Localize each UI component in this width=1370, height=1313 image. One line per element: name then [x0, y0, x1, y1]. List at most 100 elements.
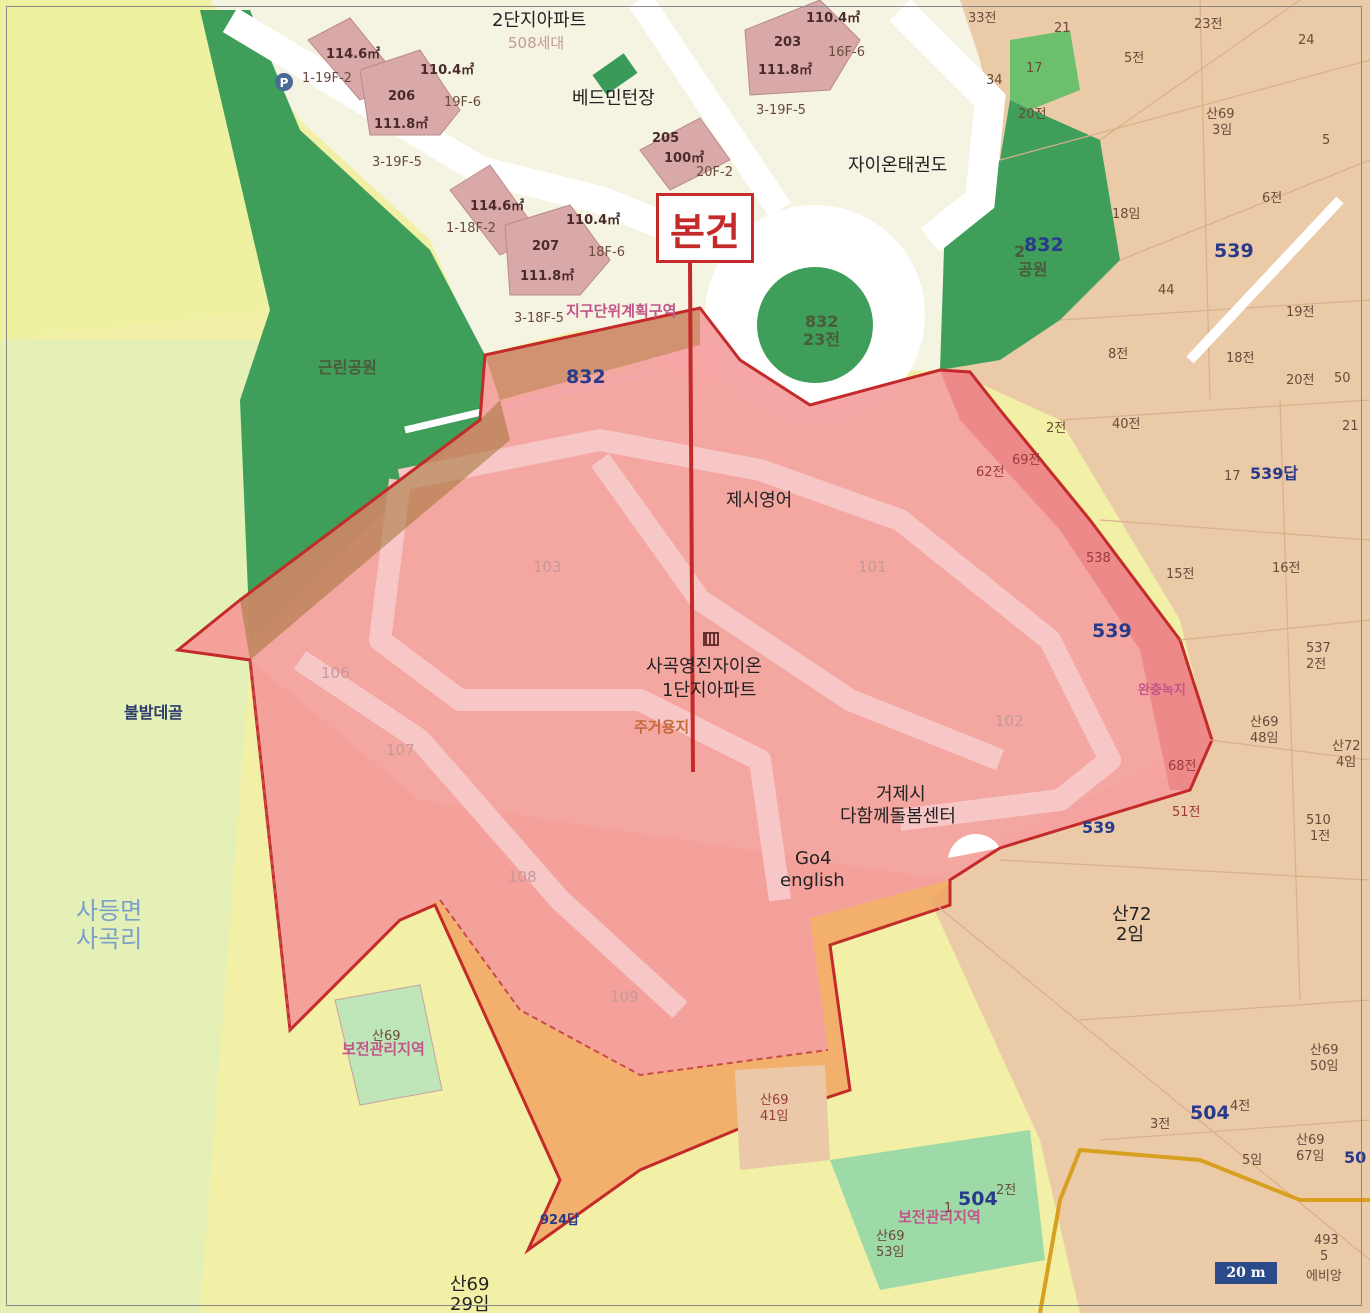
lot-16: 16전 [1272, 561, 1301, 576]
district-line1: 사등면 [76, 897, 143, 925]
district-line2: 사곡리 [76, 925, 143, 953]
lot-50b: 50 [1344, 1148, 1367, 1167]
lot-33: 33전 [968, 11, 997, 26]
lot-539-a: 539 [1214, 240, 1254, 262]
lot-s72-2-b: 2임 [1116, 924, 1145, 945]
lot-s69-48-b: 48임 [1250, 731, 1279, 746]
lot-539-c: 539 [1082, 818, 1116, 837]
building-203-no: 203 [774, 35, 802, 50]
park-2-label: 2 [1014, 242, 1026, 261]
lot-510-a: 510 [1306, 813, 1331, 828]
lot-539-b: 539 [1092, 620, 1132, 642]
lot-504-a: 504 [1190, 1102, 1230, 1124]
building-203-area: 110.4㎡ [806, 11, 861, 26]
neighborhood-park-label: 근린공원 [318, 358, 377, 377]
complex-building-102: 102 [995, 712, 1024, 730]
lot-5: 5전 [1124, 51, 1145, 66]
lot-17: 17 [1026, 61, 1043, 76]
lot-19: 19전 [1286, 305, 1315, 320]
lot-15: 15전 [1166, 567, 1195, 582]
district-plan-label: 지구단위계획구역 [566, 302, 677, 320]
lot-2b: 2전 [996, 1183, 1017, 1198]
lot-s69-41-a: 산69 [760, 1093, 789, 1108]
go4-line2: english [780, 870, 845, 891]
lot-s69-67-b: 67임 [1296, 1149, 1325, 1164]
complex-building-103: 103 [533, 558, 562, 576]
buffer-green-label: 완충녹지 [1138, 683, 1186, 698]
roundabout-lot-sub: 23전 [803, 330, 840, 349]
complex-office-icon [703, 632, 719, 646]
lot-s72-2-a: 산72 [1112, 904, 1152, 925]
lot-68: 68전 [1168, 759, 1197, 774]
lot-s72-4-a: 산72 [1332, 739, 1361, 754]
building-206-area: 110.4㎡ [420, 63, 475, 78]
lot-5c: 5임 [1242, 1153, 1263, 1168]
lot-s69-left: 산69 [372, 1029, 401, 1044]
complex-building-109: 109 [610, 988, 639, 1006]
complex-name-line2: 1단지아파트 [662, 680, 757, 701]
complex-building-107: 107 [386, 741, 415, 759]
lot-s69-3-b: 3임 [1212, 123, 1233, 138]
lot-3: 3전 [1150, 1117, 1171, 1132]
bulbat-label: 불발데골 [124, 703, 183, 722]
lot-832-b: 832 [1024, 234, 1064, 256]
lot-504-b: 504 [958, 1188, 998, 1210]
lot-539-d: 539답 [1250, 464, 1299, 483]
trail [1038, 1147, 1370, 1313]
building-206-floors2: 3-19F-5 [372, 155, 422, 170]
scale-bar: 20 m [1215, 1262, 1277, 1284]
building-205-floors: 20F-2 [696, 165, 733, 180]
lot-4: 4전 [1230, 1099, 1251, 1114]
complex-building-106: 106 [321, 664, 350, 682]
lot-493-a: 493 [1314, 1233, 1339, 1248]
left-field [0, 340, 260, 1313]
building-206-no: 206 [388, 89, 416, 104]
lot-s69-50-b: 50임 [1310, 1059, 1339, 1074]
lot-21b: 21 [1342, 419, 1359, 434]
park-label: 공원 [1018, 260, 1048, 279]
lot-23: 23전 [1194, 17, 1223, 32]
top-left-field [0, 0, 270, 340]
building-207-area2: 111.8㎡ [520, 269, 575, 284]
taekwondo-label: 자이온태권도 [848, 155, 948, 176]
evian-label: 에비앙 [1306, 1269, 1342, 1284]
lot-s69-3-a: 산69 [1206, 107, 1235, 122]
lot-62: 62전 [976, 465, 1005, 480]
conservation-label-1: 보전관리지역 [342, 1040, 425, 1058]
lot-24: 24 [1298, 33, 1315, 48]
lot-s69-67-a: 산69 [1296, 1133, 1325, 1148]
lot-924: 924답 [540, 1213, 580, 1228]
apt2-units-label: 508세대 [508, 34, 565, 52]
building-207-area: 110.4㎡ [566, 213, 621, 228]
building-207-floors: 18F-6 [588, 245, 625, 260]
badminton-label: 베드민턴장 [572, 88, 655, 109]
lot-17b: 17 [1224, 469, 1241, 484]
lot-5b: 5 [1322, 133, 1331, 148]
lot-8: 8전 [1108, 347, 1129, 362]
lot-493-b: 5 [1320, 1249, 1329, 1264]
building-203-floors: 16F-6 [828, 45, 865, 60]
conservation-area [830, 1130, 1045, 1290]
building-206-floors: 19F-6 [444, 95, 481, 110]
lot-s69-48-a: 산69 [1250, 715, 1279, 730]
lot-s69-29-a: 산69 [450, 1274, 490, 1295]
lot-1: 1 [944, 1201, 953, 1216]
subject-callout: 본건 [656, 193, 754, 263]
green-park-right [940, 100, 1120, 370]
lot-2: 2전 [1046, 421, 1067, 436]
housing-zone-label: 주거용지 [634, 718, 690, 736]
lot-18b: 18전 [1226, 351, 1255, 366]
jesi-english-label: 제시영어 [726, 490, 793, 511]
lot-44: 44 [1158, 283, 1175, 298]
svg-text:P: P [280, 76, 289, 90]
lot-s69-29-b: 29임 [450, 1294, 490, 1313]
dolbom-line2: 다함께돌봄센터 [840, 806, 956, 827]
lot-20: 20전 [1018, 107, 1047, 122]
lot-s69-50-a: 산69 [1310, 1043, 1339, 1058]
complex-building-101: 101 [858, 558, 887, 576]
apt2-label: 2단지아파트 [492, 10, 587, 31]
lot-6: 6전 [1262, 191, 1283, 206]
building-206-area2: 111.8㎡ [374, 117, 429, 132]
lot-34: 34 [986, 73, 1003, 88]
